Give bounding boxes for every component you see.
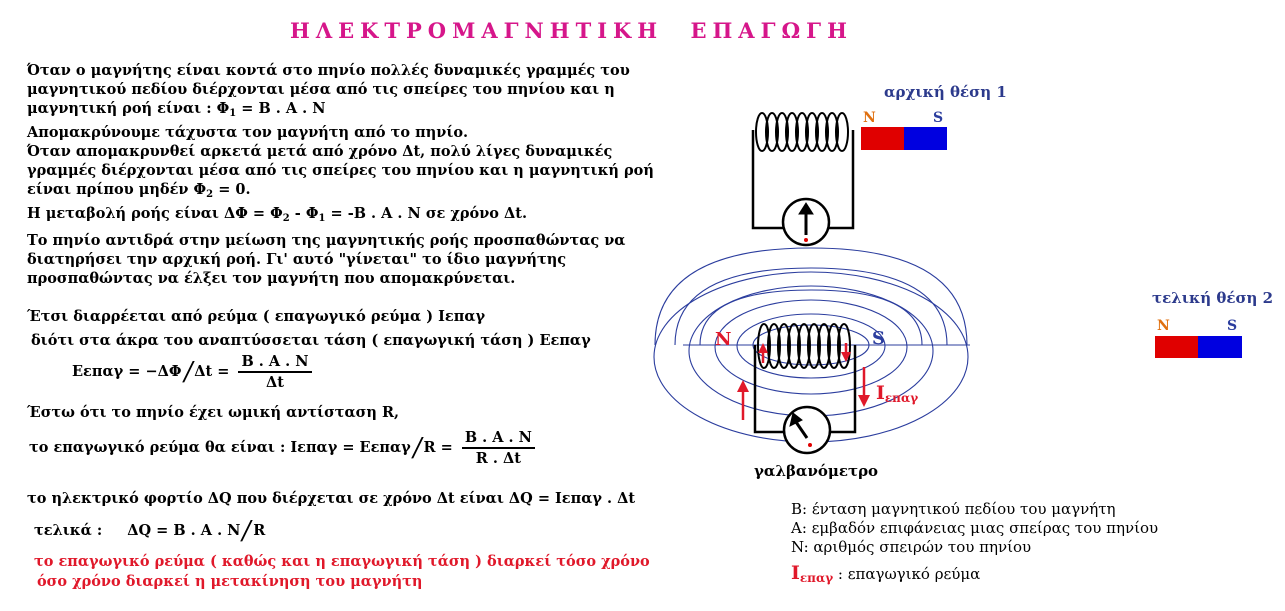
text-fragment: = -B . A . N σε χρόνο Δt. <box>325 205 528 222</box>
text-line: Έστω ότι το πηνίο έχει ωμική αντίσταση R… <box>27 404 400 421</box>
text-fragment: = B . A . N <box>236 100 326 117</box>
equation-lhs: Εεπαγ = <box>72 363 146 380</box>
final-position-label: τελική θέση 2 <box>1152 289 1273 307</box>
explanation-paragraph-2: Το πηνίο αντιδρά στην μείωση της μαγνητι… <box>27 231 625 288</box>
subscript: 1 <box>318 213 326 224</box>
initial-coil <box>751 112 855 247</box>
coil-north-label: N <box>715 329 731 350</box>
fraction-denominator: R <box>423 439 436 456</box>
current-subscript: επαγ <box>885 391 918 405</box>
legend-text: : επαγωγικό ρεύμα <box>833 565 981 583</box>
text-fragment: - Φ <box>289 205 319 222</box>
equals-sign: = <box>212 363 235 380</box>
text-line: όσο χρόνο διαρκεί η μετακίνηση του μαγνή… <box>37 573 423 590</box>
galvanometer-label: γαλβανόμετρο <box>754 462 878 480</box>
subscript: 2 <box>282 213 290 224</box>
explanation-paragraph-1: Όταν ο μαγνήτης είναι κοντά στο πηνίο πο… <box>27 61 654 228</box>
magnet-south-label: S <box>933 110 943 126</box>
current-arrows <box>737 343 870 420</box>
final-equation: τελικά : ΔQ = B . A . N/R <box>34 516 266 546</box>
induced-current-label: Ιεπαγ <box>876 382 918 405</box>
fraction-denominator: R <box>253 522 266 539</box>
current-symbol: Ι <box>791 562 800 584</box>
text-fragment: μαγνητική ροή είναι : Φ <box>27 100 230 117</box>
text-line: Όταν ο μαγνήτης είναι κοντά στο πηνίο πο… <box>27 62 630 79</box>
legend-n: N: αριθμός σπειρών του πηνίου <box>791 538 1032 556</box>
text-fragment: Η μεταβολή ροής είναι ΔΦ = Φ <box>27 205 283 222</box>
page-title: ΗΛΕΚΤΡΟΜΑΓΝΗΤΙΚΗ ΕΠΑΓΩΓΗ <box>290 18 853 43</box>
text-line: μαγνητικού πεδίου διέρχονται μέσα από τι… <box>27 81 615 98</box>
text-line: είναι πρίπου μηδέν Φ2 = 0. <box>27 180 654 204</box>
text-line: το επαγωγικό ρεύμα ( καθώς και η επαγωγι… <box>34 553 650 570</box>
text-line: Έτσι διαρρέεται από ρεύμα ( επαγωγικό ρε… <box>27 308 486 325</box>
equals-sign: = <box>435 439 458 456</box>
text-line: προσπαθώντας να έλξει τον μαγνήτη που απ… <box>27 270 516 287</box>
text-line: Απομακρύνουμε τάχυστα τον μαγνήτη από το… <box>27 124 469 141</box>
current-subscript: επαγ <box>799 571 834 585</box>
text-line: το ηλεκτρικό φορτίο ΔQ που διέρχεται σε … <box>27 490 636 507</box>
subscript: 2 <box>206 189 214 200</box>
legend-current: Ιεπαγ : επαγωγικό ρεύμα <box>791 562 980 585</box>
coil-south-label: S <box>872 328 885 349</box>
magnet-north-label: N <box>1157 318 1170 334</box>
galvanometer-icon <box>782 405 832 455</box>
text-line: γραμμές διέρχονται μέσα από τις σπείρες … <box>27 162 654 179</box>
text-line: διατηρήσει την αρχική ροή. Γι' αυτό "γίν… <box>27 251 567 268</box>
final-coil <box>753 323 857 455</box>
text-line: διότι στα άκρα του αναπτύσσεται τάση ( ε… <box>31 332 591 349</box>
magnet-north-label: N <box>863 110 876 126</box>
fraction-denominator: R . Δt <box>475 450 521 467</box>
current-symbol: Ι <box>876 382 885 404</box>
fraction-denominator: Δt <box>266 374 284 391</box>
initial-position-label: αρχική θέση 1 <box>884 83 1007 101</box>
text-fragment: είναι πρίπου μηδέν Φ <box>27 181 207 198</box>
legend-a: A: εμβαδόν επιφάνειας μιας σπείρας του π… <box>791 519 1159 537</box>
text-fragment: = 0. <box>213 181 251 198</box>
fraction-numerator: B . A . N <box>238 352 312 373</box>
legend-b: B: ένταση μαγνητικού πεδίου του μαγνήτη <box>791 500 1116 518</box>
minus-sign: − <box>145 363 158 380</box>
subscript: 1 <box>229 108 237 119</box>
fraction-numerator: ΔΦ <box>157 363 182 380</box>
final-magnet <box>1155 336 1242 358</box>
equation-label: τελικά : <box>34 522 103 539</box>
current-equation: το επαγωγικό ρεύμα θα είναι : Ιεπαγ = Εε… <box>29 428 539 468</box>
initial-magnet <box>861 127 947 150</box>
equation-lhs: το επαγωγικό ρεύμα θα είναι : Ιεπαγ = Εε… <box>29 439 411 456</box>
equation-lhs: ΔQ = B . A . N <box>127 522 241 539</box>
text-line: Το πηνίο αντιδρά στην μείωση της μαγνητι… <box>27 232 626 249</box>
text-line: Η μεταβολή ροής είναι ΔΦ = Φ2 - Φ1 = -B … <box>27 204 654 228</box>
text-line: Όταν απομακρυνθεί αρκετά μετά από χρόνο … <box>27 143 613 160</box>
fraction-numerator: B . A . N <box>461 428 535 449</box>
text-line: μαγνητική ροή είναι : Φ1 = B . A . N <box>27 99 654 123</box>
magnet-south-label: S <box>1227 318 1237 334</box>
fraction-denominator: Δt <box>194 363 213 380</box>
